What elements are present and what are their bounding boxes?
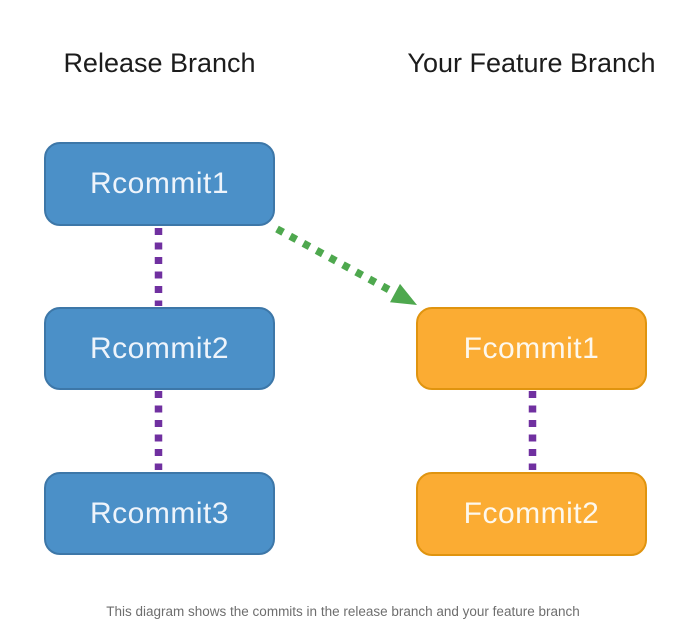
commit-node-rcommit1: Rcommit1	[44, 142, 275, 226]
merge-arrow-line	[275, 225, 397, 297]
release-branch-title: Release Branch	[63, 48, 256, 78]
feature-branch-title: Your Feature Branch	[407, 48, 656, 78]
commit-node-fcommit2: Fcommit2	[416, 472, 647, 556]
commit-node-rcommit3: Rcommit3	[44, 472, 275, 555]
commit-node-rcommit2: Rcommit2	[44, 307, 275, 390]
diagram-caption: This diagram shows the commits in the re…	[106, 604, 580, 619]
merge-arrow-head	[390, 283, 417, 305]
commit-node-fcommit1: Fcommit1	[416, 307, 647, 390]
